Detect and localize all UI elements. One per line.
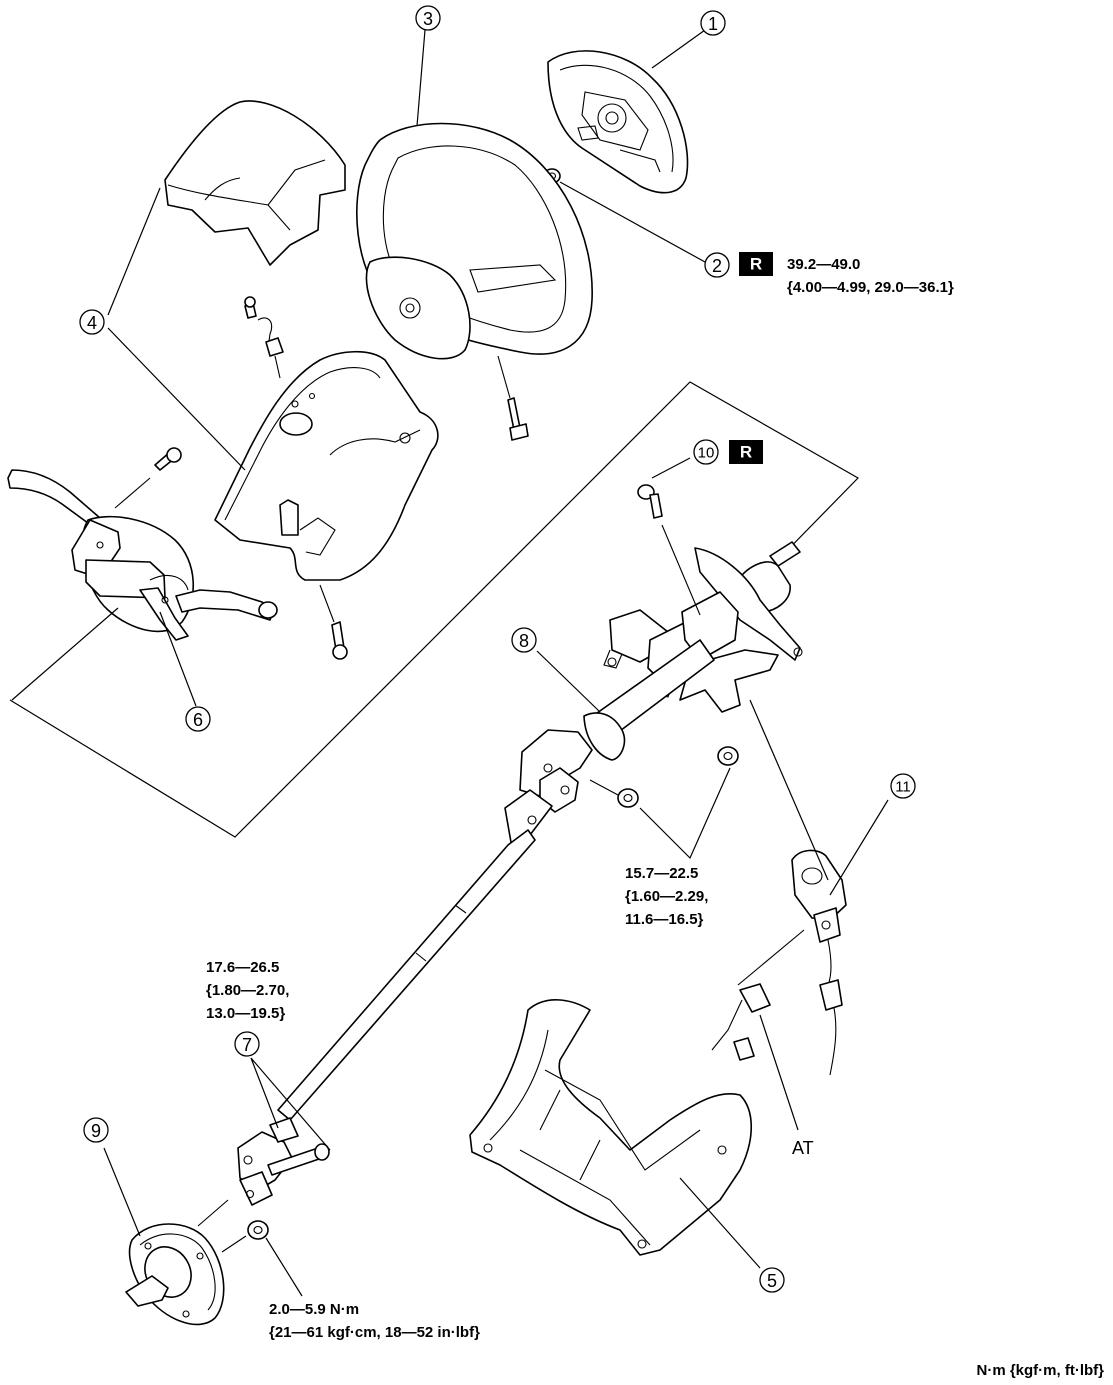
torque-8-line3: 11.6—16.5} [625, 911, 704, 928]
callout-5: 5 [759, 1267, 785, 1293]
torque-7-line2: {1.80—2.70, [206, 982, 289, 999]
svg-text:3: 3 [423, 9, 433, 29]
leader-at [759, 1014, 799, 1131]
torque-2-line1: 39.2—49.0 [787, 256, 860, 273]
svg-text:8: 8 [519, 631, 529, 651]
assembly-group-frame-left [11, 607, 119, 701]
leader-5 [679, 1177, 761, 1269]
at-label: AT [792, 1138, 814, 1158]
svg-text:5: 5 [767, 1271, 777, 1291]
leader-1 [651, 29, 706, 69]
callout-4: 4 [79, 309, 105, 335]
column-nut-lower [617, 788, 639, 808]
column-mounting-bolt-part [637, 484, 663, 519]
svg-text:4: 4 [87, 313, 97, 333]
torque-9-line2: {21—61 kgf·cm, 18—52 in·lbf} [269, 1324, 480, 1341]
horn-contact-part [244, 296, 284, 379]
leader-lock-to-column [749, 699, 829, 881]
lower-u-joint-part [237, 1117, 330, 1206]
torque-9-line1: 2.0—5.9 N·m [269, 1301, 359, 1318]
svg-text:7: 7 [242, 1035, 252, 1055]
torque-2-line2: {4.00—4.99, 29.0—36.1} [787, 279, 954, 296]
svg-text:6: 6 [193, 710, 203, 730]
svg-text:1: 1 [708, 14, 718, 34]
leader-3 [416, 29, 426, 127]
assembly-group-frame [9, 381, 859, 838]
callout-11: 11 [890, 773, 916, 799]
torque-7-line1: 17.6—26.5 [206, 959, 279, 976]
callout-8: 8 [511, 627, 537, 653]
combination-switch-part [7, 469, 278, 641]
leader-6 [159, 611, 197, 707]
svg-text:10: 10 [698, 445, 715, 462]
torque-8-line1: 15.7—22.5 [625, 865, 698, 882]
leader-7 [250, 1057, 331, 1151]
lower-panel-part [469, 999, 753, 1256]
callout-7: 7 [234, 1031, 260, 1057]
callout-3: 3 [415, 5, 441, 31]
svg-text:R: R [740, 443, 752, 462]
svg-text:R: R [750, 255, 762, 274]
leader-2 [559, 181, 706, 263]
units-legend: N·m {kgf·m, ft·lbf} [977, 1362, 1105, 1379]
callout-1: 1 [700, 10, 726, 36]
torque-7-line3: 13.0—19.5} [206, 1005, 285, 1022]
cover-screw-top [154, 447, 182, 471]
leader-9-nut [265, 1237, 303, 1297]
steering-wheel-part [356, 122, 593, 360]
leader-11 [829, 799, 889, 896]
dust-boot-nut-part [247, 1220, 269, 1240]
column-nut-upper [717, 746, 739, 766]
steering-lock-part [711, 849, 847, 1076]
torque-8-line2: {1.60—2.29, [625, 888, 708, 905]
callout-6: 6 [185, 706, 211, 732]
upper-column-cover-part [164, 100, 346, 266]
lower-column-cover-part [214, 350, 439, 581]
leader-4b [107, 327, 246, 471]
callout-9: 9 [83, 1117, 109, 1143]
dust-boot-plate-part [125, 1223, 225, 1326]
leader-9 [103, 1147, 141, 1237]
airbag-module-part [547, 50, 689, 194]
leader-column-nuts [639, 767, 731, 860]
svg-text:2: 2 [712, 256, 722, 276]
cover-screw-bottom [331, 621, 348, 660]
wheel-screw [507, 397, 529, 441]
leader-10 [651, 457, 691, 479]
replace-badge-10: R [729, 440, 763, 464]
steering-column-part [277, 541, 803, 1121]
replace-badge-2: R [739, 252, 773, 276]
leader-8 [536, 650, 601, 713]
leader-4a [107, 187, 161, 316]
svg-text:11: 11 [895, 779, 911, 796]
svg-text:9: 9 [91, 1121, 101, 1141]
callout-2: 2 [704, 252, 730, 278]
callout-10: 10 [693, 439, 719, 465]
